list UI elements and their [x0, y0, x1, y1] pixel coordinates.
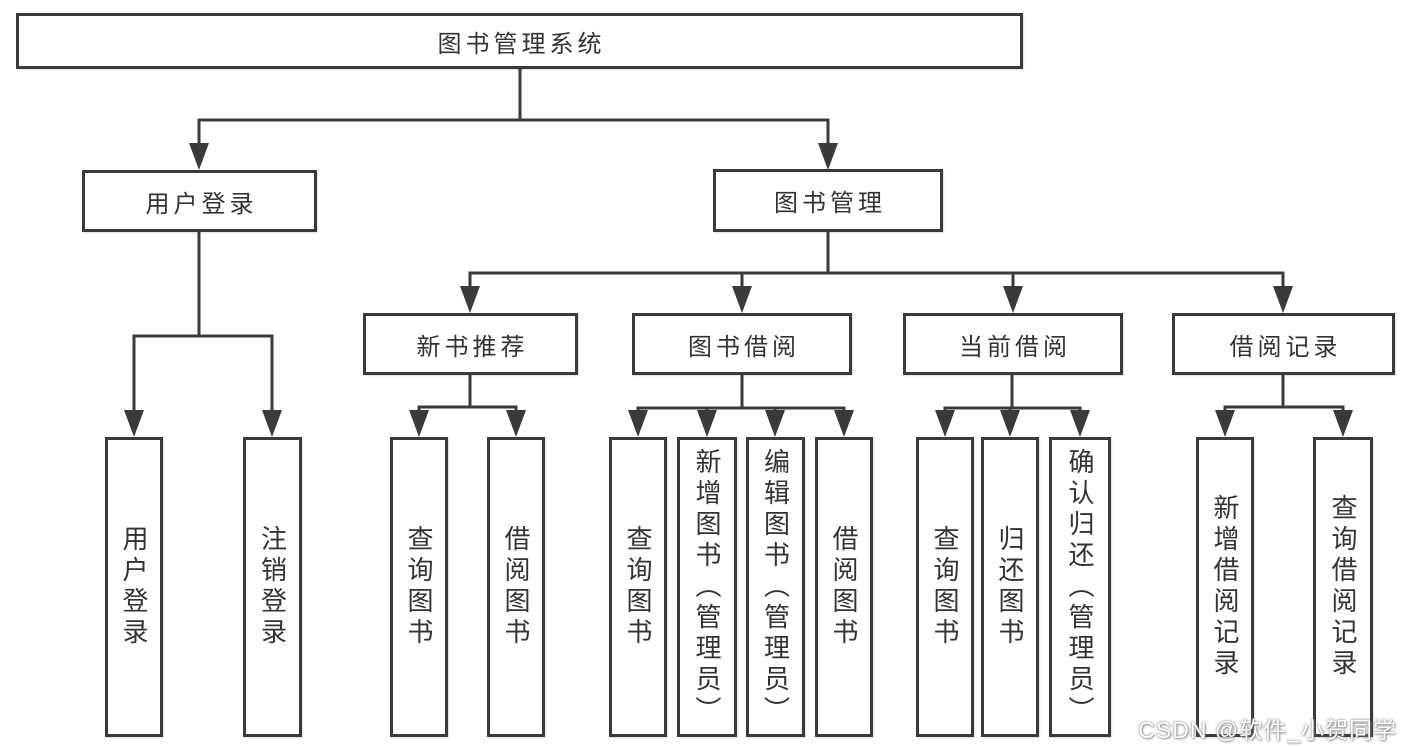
connector-arrowhead: [818, 143, 838, 170]
node-borrowing-query-books: 查询图书: [609, 437, 667, 737]
node-current-confirm-return-admin: 确认归还（管理员）: [1049, 437, 1111, 737]
connector-arrowhead: [1070, 410, 1090, 437]
node-book-borrowing: 图书借阅: [632, 313, 852, 375]
node-records-query-record-label: 查询借阅记录: [1328, 494, 1358, 680]
connector-arrowhead: [262, 410, 282, 437]
node-newrec-query-books: 查询图书: [390, 437, 448, 737]
node-book-borrowing-label: 图书借阅: [688, 333, 800, 361]
connector-arrowhead: [1273, 286, 1293, 313]
connector-arrowhead: [1333, 410, 1353, 437]
connector-arrowhead: [506, 410, 526, 437]
connector-arrowhead: [189, 143, 209, 170]
connector-arrowhead: [1215, 410, 1235, 437]
connector-arrowhead: [1003, 286, 1023, 313]
connector-arrowhead: [124, 410, 144, 437]
node-records-query-record: 查询借阅记录: [1313, 437, 1373, 737]
node-borrowing-add-books-admin-label: 新增图书（管理员）: [692, 447, 722, 727]
node-borrowing-borrow-books-label: 借阅图书: [829, 525, 859, 649]
node-borrowing-edit-books-admin: 编辑图书（管理员）: [746, 437, 805, 737]
node-user-login-label: 用户登录: [145, 190, 258, 218]
node-current-query-books: 查询图书: [916, 437, 974, 737]
connector-arrowhead: [765, 410, 785, 437]
connector-arrowhead: [1000, 410, 1020, 437]
node-user-login: 用户登录: [82, 170, 317, 232]
connector-arrowhead: [628, 410, 648, 437]
connector-arrowhead: [935, 410, 955, 437]
node-current-return-books: 归还图书: [981, 437, 1039, 737]
connector-arrowhead: [460, 286, 480, 313]
node-logout-label: 注销登录: [257, 525, 288, 649]
node-book-management: 图书管理: [713, 169, 943, 232]
node-borrowing-records: 借阅记录: [1172, 313, 1395, 375]
node-current-query-books-label: 查询图书: [930, 525, 960, 649]
node-borrowing-add-books-admin: 新增图书（管理员）: [677, 437, 737, 737]
node-newrec-borrow-books-label: 借阅图书: [501, 525, 531, 649]
node-current-return-books-label: 归还图书: [995, 525, 1025, 649]
connector-arrowhead: [409, 410, 429, 437]
node-newrec-borrow-books: 借阅图书: [487, 437, 545, 737]
node-borrowing-edit-books-admin-label: 编辑图书（管理员）: [760, 447, 791, 727]
node-system-root: 图书管理系统: [16, 13, 1023, 69]
connector-arrowhead: [834, 410, 854, 437]
node-records-add-record: 新增借阅记录: [1196, 437, 1254, 737]
node-borrowing-borrow-books: 借阅图书: [815, 437, 873, 737]
node-current-confirm-return-admin-label: 确认归还（管理员）: [1065, 447, 1095, 727]
connector-arrowhead: [697, 410, 717, 437]
watermark: CSDN @软件_小贺同学: [1138, 717, 1397, 743]
node-records-add-record-label: 新增借阅记录: [1210, 494, 1240, 680]
node-borrowing-query-books-label: 查询图书: [623, 525, 653, 649]
node-logout: 注销登录: [243, 437, 302, 737]
node-book-management-label: 图书管理: [774, 190, 886, 217]
node-user-login-leaf-label: 用户登录: [119, 525, 149, 649]
connector-arrowhead: [732, 286, 752, 313]
node-newrec-query-books-label: 查询图书: [404, 525, 434, 649]
node-current-borrowing-label: 当前借阅: [959, 333, 1071, 361]
node-system-root-label: 图书管理系统: [437, 30, 606, 58]
node-borrowing-records-label: 借阅记录: [1229, 333, 1342, 361]
node-current-borrowing: 当前借阅: [903, 313, 1123, 375]
node-new-book-recommend-label: 新书推荐: [416, 333, 529, 361]
node-user-login-leaf: 用户登录: [105, 437, 163, 737]
node-new-book-recommend: 新书推荐: [363, 313, 578, 375]
